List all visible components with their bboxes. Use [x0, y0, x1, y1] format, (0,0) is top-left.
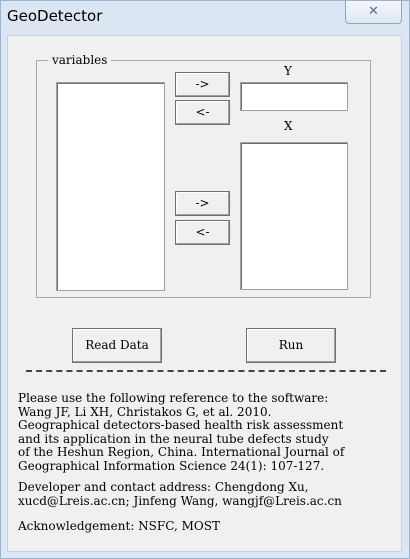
- variables-groupbox: [36, 60, 371, 298]
- move-to-y-button[interactable]: ->: [175, 72, 230, 97]
- window-title: GeoDetector: [7, 7, 103, 25]
- x-label: X: [284, 119, 293, 133]
- y-field[interactable]: [240, 82, 348, 111]
- remove-from-x-button[interactable]: <-: [175, 220, 230, 245]
- contact-line: xucd@Lreis.ac.cn; Jinfeng Wang, wangjf@L…: [18, 494, 342, 508]
- contact-line: Developer and contact address: Chengdong…: [18, 480, 309, 494]
- move-to-x-button[interactable]: ->: [175, 191, 230, 216]
- reference-line: Please use the following reference to th…: [18, 391, 329, 405]
- variables-list[interactable]: [56, 82, 165, 291]
- y-label: Y: [284, 64, 292, 78]
- reference-line: Geographical detectors-based health risk…: [18, 418, 344, 433]
- separator-line: [26, 370, 386, 374]
- reference-line: of the Heshun Region, China. Internation…: [18, 445, 345, 460]
- close-icon: ✕: [368, 4, 379, 19]
- x-list[interactable]: [240, 142, 348, 290]
- remove-from-y-button[interactable]: <-: [175, 100, 230, 125]
- reference-line: Wang JF, Li XH, Christakos G, et al. 201…: [18, 404, 272, 419]
- dialog-client-area: variables -> <- Y X -> <- Read Data Run …: [7, 35, 402, 552]
- variables-group-label: variables: [48, 53, 112, 67]
- close-button[interactable]: ✕: [345, 1, 402, 24]
- read-data-button[interactable]: Read Data: [72, 328, 162, 363]
- title-bar[interactable]: GeoDetector ✕: [1, 1, 409, 31]
- acknowledgement-text: Acknowledgement: NSFC, MOST: [18, 519, 220, 533]
- run-button[interactable]: Run: [246, 328, 336, 363]
- reference-line: Geographical Information Science 24(1): …: [18, 459, 325, 473]
- reference-line: and its application in the neural tube d…: [18, 431, 329, 446]
